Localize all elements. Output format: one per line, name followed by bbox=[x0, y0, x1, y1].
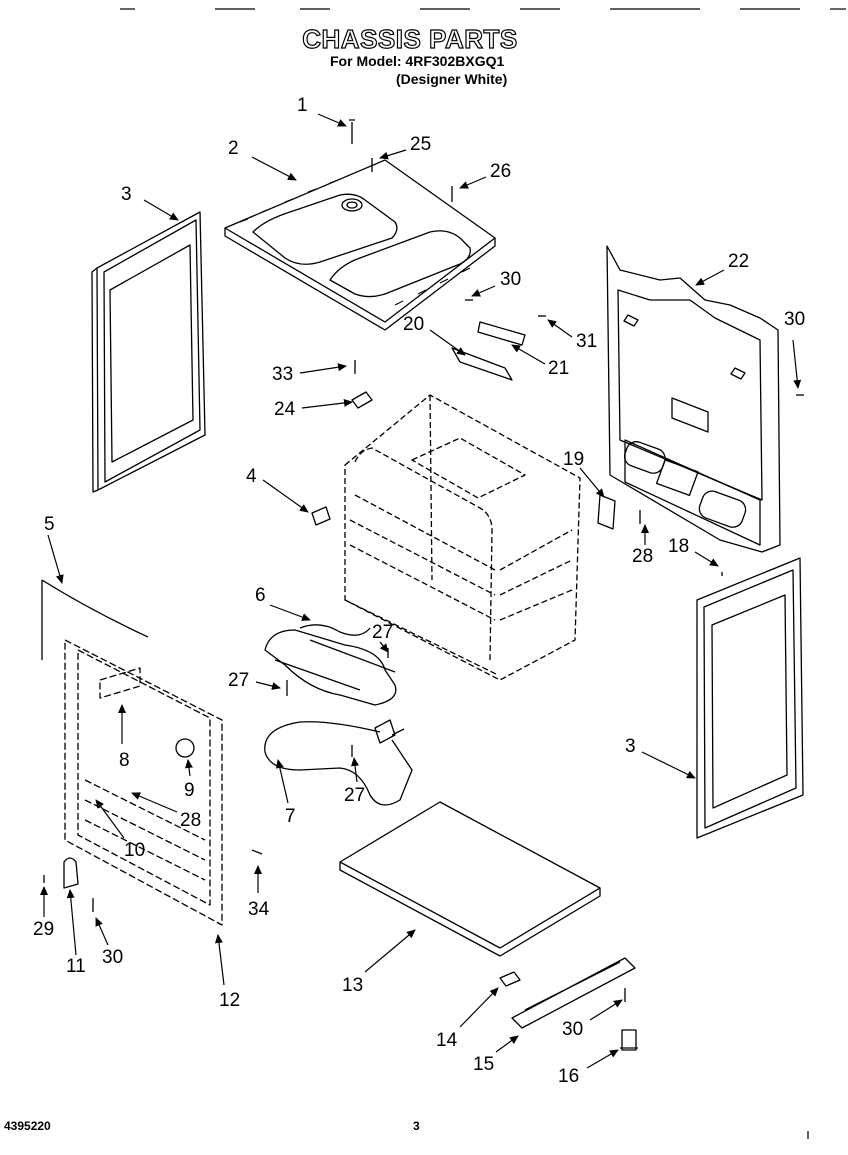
callout-13: 13 bbox=[342, 975, 363, 996]
oven-door-part bbox=[64, 639, 223, 926]
left-side-panel-part bbox=[91, 211, 206, 493]
top-border-fragment bbox=[0, 0, 848, 10]
callout-24: 24 bbox=[274, 399, 296, 420]
screws bbox=[43, 119, 804, 1002]
gasket-strip-part bbox=[41, 579, 149, 660]
clip-part bbox=[499, 971, 521, 987]
broil-element-part bbox=[264, 624, 397, 706]
callout-31: 31 bbox=[576, 331, 597, 352]
callout-5: 5 bbox=[44, 514, 55, 535]
callout-30-a: 30 bbox=[500, 269, 521, 290]
bake-element-part bbox=[264, 721, 413, 806]
terminal-bracket-part bbox=[451, 347, 513, 381]
terminal-block-part bbox=[477, 321, 526, 346]
callout-10: 10 bbox=[124, 840, 145, 861]
callout-20: 20 bbox=[403, 314, 424, 335]
callout-3-left: 3 bbox=[121, 184, 132, 205]
bracket-part bbox=[597, 494, 616, 530]
bottom-trim-part bbox=[511, 957, 636, 1029]
callout-9: 9 bbox=[184, 780, 195, 801]
callout-22: 22 bbox=[728, 251, 749, 272]
clip-part-24 bbox=[351, 391, 373, 409]
callout-30-c: 30 bbox=[102, 947, 123, 968]
callout-2: 2 bbox=[228, 138, 239, 159]
callout-25: 25 bbox=[410, 134, 431, 155]
callout-6: 6 bbox=[255, 585, 266, 606]
oven-cavity-part bbox=[344, 394, 581, 681]
page-number: 3 bbox=[413, 1119, 420, 1133]
callout-29: 29 bbox=[33, 919, 54, 940]
callout-15: 15 bbox=[473, 1054, 494, 1075]
leveling-leg-part bbox=[620, 1029, 638, 1051]
callout-16: 16 bbox=[558, 1066, 579, 1087]
bake-element-terminal bbox=[374, 719, 405, 744]
document-number: 4395220 bbox=[4, 1119, 51, 1133]
right-side-panel-part bbox=[696, 557, 804, 839]
callout-28-b: 28 bbox=[180, 810, 201, 831]
back-panel-part bbox=[606, 245, 781, 553]
callout-30-b: 30 bbox=[784, 309, 805, 330]
callout-1: 1 bbox=[297, 95, 308, 116]
top-panel-part bbox=[224, 159, 496, 331]
oven-bottom-part bbox=[339, 801, 601, 957]
callout-19: 19 bbox=[563, 449, 584, 470]
callout-26: 26 bbox=[490, 161, 511, 182]
callout-4: 4 bbox=[246, 466, 257, 487]
hinge-part bbox=[63, 857, 79, 889]
model-line: For Model: 4RF302BXGQ1 bbox=[330, 53, 505, 69]
callout-11: 11 bbox=[66, 956, 86, 977]
top-border-marks bbox=[120, 8, 846, 10]
callout-33: 33 bbox=[272, 364, 293, 385]
knob-part bbox=[175, 738, 195, 758]
callout-labels: 1 2 25 26 3 30 22 30 20 31 21 33 24 4 19… bbox=[33, 95, 805, 1087]
page-title: CHASSIS PARTS bbox=[302, 23, 518, 54]
clip-part-4 bbox=[311, 506, 331, 526]
callout-27-b: 27 bbox=[228, 670, 249, 691]
callout-7: 7 bbox=[285, 806, 296, 827]
callout-27-a: 27 bbox=[372, 622, 393, 643]
callout-8: 8 bbox=[119, 750, 130, 771]
callout-21: 21 bbox=[548, 358, 569, 379]
leader-arrows bbox=[40, 113, 802, 1069]
callout-30-d: 30 bbox=[562, 1019, 583, 1040]
color-line: (Designer White) bbox=[396, 71, 508, 87]
callout-28-a: 28 bbox=[632, 546, 653, 567]
callout-34: 34 bbox=[248, 899, 270, 920]
callout-18: 18 bbox=[668, 536, 689, 557]
callout-3-right: 3 bbox=[625, 736, 636, 757]
callout-12: 12 bbox=[219, 990, 240, 1011]
callout-27-c: 27 bbox=[344, 785, 365, 806]
callout-14: 14 bbox=[436, 1030, 458, 1051]
